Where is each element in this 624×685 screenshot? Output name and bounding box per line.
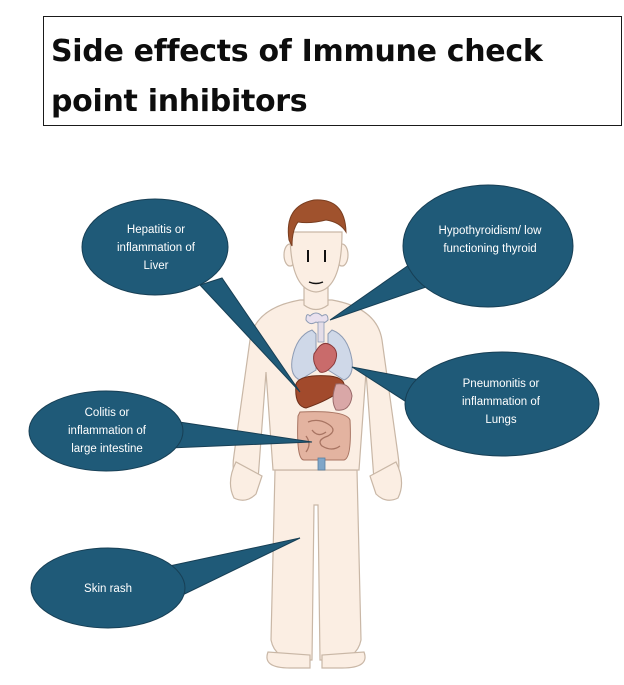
callout-thyroid [329, 184, 574, 321]
callout-liver [81, 198, 301, 393]
face [307, 250, 326, 285]
callout-lungs-label: Pneumonitis or inflammation of Lungs [462, 378, 540, 426]
right-lung [327, 329, 353, 381]
callout-liver-label: Hepatitis or inflammation of Liver [117, 224, 195, 272]
heart [313, 342, 338, 373]
callout-skin [30, 537, 301, 629]
callout-lungs [351, 351, 600, 457]
hair [287, 199, 347, 247]
callout-intestine-label: Colitis or inflammation of large intesti… [68, 407, 146, 455]
callout-thyroid-label: Hypothyroidism/ low functioning thyroid [438, 225, 542, 255]
callout-skin-label: Skin rash [84, 583, 132, 595]
title-box: Side effects of Immune check point inhib… [43, 16, 622, 126]
page-title: Side effects of Immune check point inhib… [51, 34, 543, 119]
callout-intestine [28, 390, 313, 472]
organs [291, 312, 353, 471]
large-intestine [297, 411, 351, 461]
stomach [332, 383, 353, 411]
